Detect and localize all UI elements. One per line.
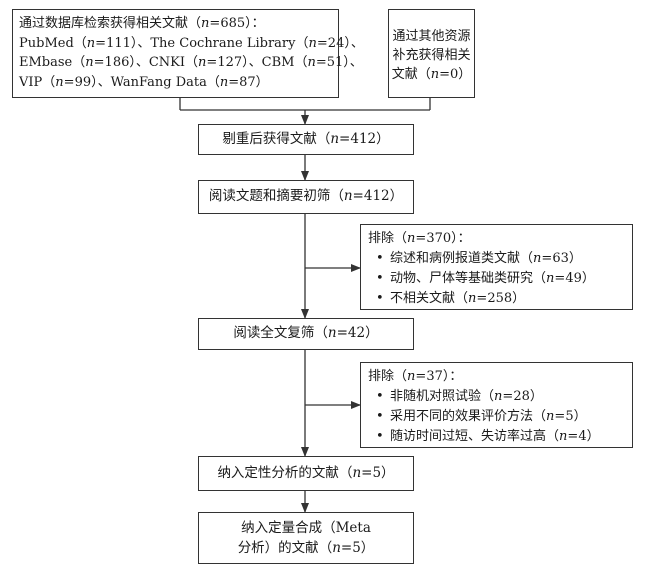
qualitative-box bbox=[198, 456, 414, 491]
db-search-text: 通过数据库检索获得相关文献（n=685）： PubMed（n=111）、The … bbox=[19, 14, 364, 92]
db-search-line-2: PubMed（n=111）、The Cochrane Library（n=24）… bbox=[19, 35, 364, 51]
qualitative-text: 纳入定性分析的文献（n=5） bbox=[217, 465, 395, 481]
screening-text: 阅读文题和摘要初筛（n=412） bbox=[208, 188, 404, 204]
excluded-1-title: 排除（n=370）： bbox=[368, 231, 471, 246]
dedup-text: 剔重后获得文献（n=412） bbox=[222, 131, 390, 147]
excluded-1-item: 动物、尸体等基础类研究（n=49） bbox=[368, 269, 595, 289]
other-sources-line-3: 文献（n=0） bbox=[391, 67, 472, 82]
dedup-box bbox=[198, 124, 414, 155]
excluded-2-list: 非随机对照试验（n=28） 采用不同的效果评价方法（n=5） 随访时间过短、失访… bbox=[368, 387, 600, 447]
quantitative-box bbox=[198, 512, 414, 564]
excluded-2-title: 排除（n=37）： bbox=[368, 369, 463, 384]
db-search-line-3: EMbase（n=186）、CNKI（n=127）、CBM（n=51）、 bbox=[19, 55, 363, 70]
other-sources-line-2: 补充获得相关 bbox=[392, 48, 471, 63]
quantitative-text: 纳入定量合成（Meta 分析）的文献（n=5） bbox=[198, 518, 414, 558]
fulltext-box bbox=[198, 318, 414, 350]
excluded-1-content: 排除（n=370）： 综述和病例报道类文献（n=63） 动物、尸体等基础类研究（… bbox=[368, 229, 595, 309]
fulltext-text: 阅读全文复筛（n=42） bbox=[233, 325, 379, 341]
other-sources-text: 通过其他资源 补充获得相关 文献（n=0） bbox=[388, 27, 475, 84]
excluded-1-item: 不相关文献（n=258） bbox=[368, 289, 595, 309]
excluded-2-item: 随访时间过短、失访率过高（n=4） bbox=[368, 427, 600, 447]
excluded-2-item: 非随机对照试验（n=28） bbox=[368, 387, 600, 407]
excluded-1-list: 综述和病例报道类文献（n=63） 动物、尸体等基础类研究（n=49） 不相关文献… bbox=[368, 249, 595, 309]
db-search-line-1: 通过数据库检索获得相关文献（n=685）： bbox=[19, 16, 265, 31]
excluded-2-item: 采用不同的效果评价方法（n=5） bbox=[368, 407, 600, 427]
db-search-box bbox=[12, 9, 339, 98]
other-sources-box bbox=[388, 9, 475, 98]
quantitative-line-2: 分析）的文献（n=5） bbox=[237, 540, 375, 556]
other-sources-line-1: 通过其他资源 bbox=[392, 29, 471, 44]
db-search-line-4: VIP（n=99）、WanFang Data（n=87） bbox=[19, 74, 269, 90]
screening-box bbox=[198, 180, 414, 214]
quantitative-line-1: 纳入定量合成（Meta bbox=[241, 520, 371, 536]
excluded-2-content: 排除（n=37）： 非随机对照试验（n=28） 采用不同的效果评价方法（n=5）… bbox=[368, 367, 600, 447]
excluded-1-item: 综述和病例报道类文献（n=63） bbox=[368, 249, 595, 269]
